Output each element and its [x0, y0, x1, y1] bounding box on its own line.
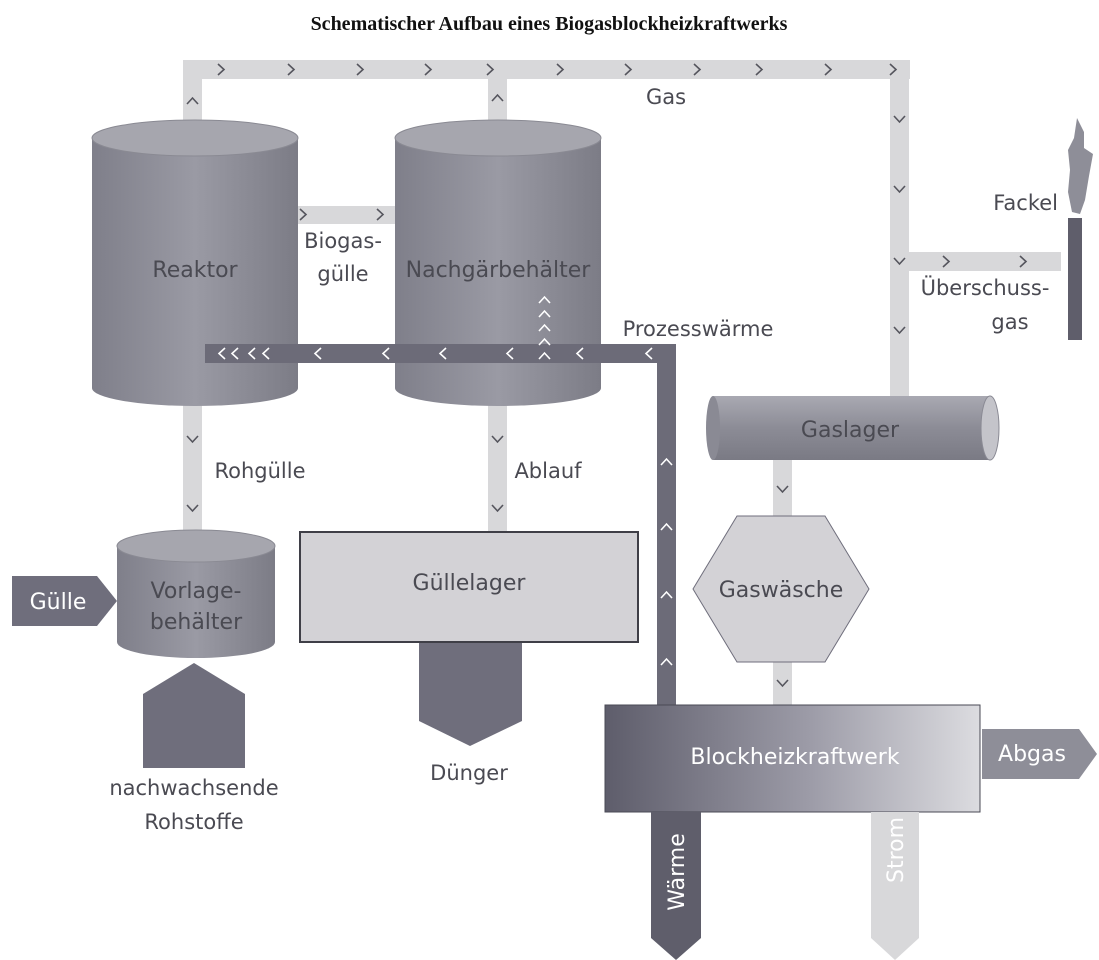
waerme-output-arrow: Wärme — [651, 812, 701, 960]
vorlagebehaelter-label-2: behälter — [150, 610, 243, 635]
gaswaesche-hexagon: Gaswäsche — [692, 515, 870, 663]
guellelager-label: Güllelager — [413, 571, 527, 596]
abgas-output-arrow: Abgas — [982, 729, 1097, 779]
fackel-label: Fackel — [993, 191, 1058, 215]
ueberschussgas-label-1: Überschuss- — [921, 275, 1050, 300]
guellelager-box: Güllelager — [299, 531, 639, 643]
biogas-guelle-label-1: Biogas- — [304, 229, 382, 253]
waerme-label: Wärme — [665, 833, 690, 910]
diagram-title: Schematischer Aufbau eines Biogasblockhe… — [311, 13, 788, 35]
vorlagebehaelter-label-1: Vorlage- — [151, 579, 242, 604]
gaslager-tank: Gaslager — [706, 395, 1000, 461]
vorlagebehaelter-tank: Vorlage- behälter — [116, 529, 276, 658]
nachwachsende-rohstoffe-shape — [143, 663, 245, 768]
nachgaerbehaelter-label: Nachgärbehälter — [406, 258, 592, 283]
guelle-input-arrow: Gülle — [12, 576, 117, 626]
biogas-guelle-label-2: gülle — [317, 262, 368, 286]
heat-flow-chevrons — [217, 295, 673, 666]
blockheizkraftwerk-box: Blockheizkraftwerk — [604, 704, 981, 813]
strom-output-arrow: Strom — [871, 812, 919, 960]
reaktor-tank: Reaktor — [91, 119, 299, 406]
nachwachsende-rohstoffe-label-1: nachwachsende — [109, 776, 278, 800]
duenger-output-arrow — [419, 643, 522, 746]
gaswaesche-label: Gaswäsche — [719, 578, 844, 603]
abgas-label: Abgas — [998, 742, 1066, 767]
gaslager-label: Gaslager — [801, 418, 900, 443]
prozesswaerme-label: Prozesswärme — [623, 317, 774, 341]
reaktor-label: Reaktor — [152, 258, 238, 283]
duenger-label: Dünger — [430, 761, 508, 785]
nachwachsende-rohstoffe-label-2: Rohstoffe — [144, 810, 243, 834]
blockheizkraftwerk-label: Blockheizkraftwerk — [690, 745, 899, 770]
rohguelle-label: Rohgülle — [214, 459, 305, 483]
ablauf-label: Ablauf — [514, 459, 582, 483]
guelle-label: Gülle — [30, 590, 87, 615]
fackel-flare — [1068, 118, 1093, 340]
strom-label: Strom — [884, 817, 909, 883]
gas-label: Gas — [646, 85, 686, 109]
gas-flow-chevrons — [186, 63, 1028, 688]
ueberschussgas-label-2: gas — [991, 310, 1028, 334]
nachgaerbehaelter-tank: Nachgärbehälter — [394, 119, 602, 406]
